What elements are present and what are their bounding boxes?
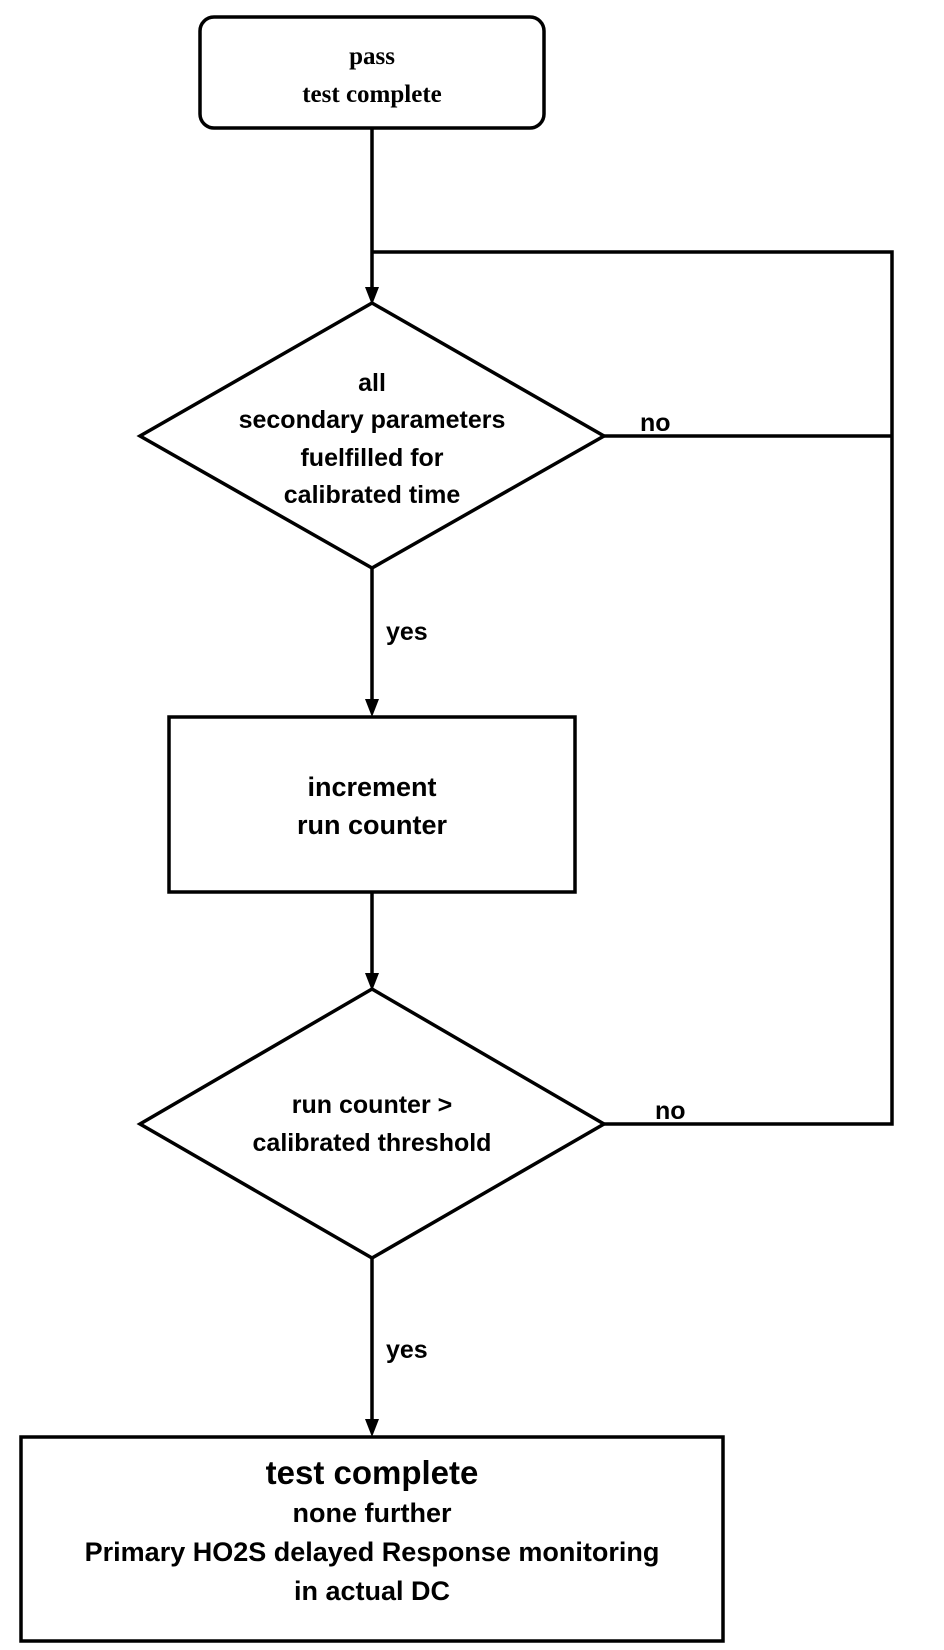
process-label-line-1: increment xyxy=(307,772,436,802)
end-box xyxy=(19,1435,725,1643)
decision1-label-line-1: all xyxy=(358,369,386,397)
end-label-line-2: Primary HO2S delayed Response monitoring xyxy=(85,1537,660,1567)
process-box xyxy=(167,715,577,894)
start-node: pass test complete xyxy=(198,15,546,130)
decision2-diamond xyxy=(136,986,608,1261)
arrowhead-decision1 xyxy=(365,287,379,305)
decision2-label-line-1: run counter > xyxy=(292,1091,452,1119)
arrowhead-decision2 xyxy=(365,973,379,991)
decision-secondary-parameters: all secondary parameters fuelfilled for … xyxy=(136,300,608,571)
start-label-line-1: pass xyxy=(349,43,395,70)
decision1-no-label: no xyxy=(640,409,671,437)
end-label-line-1: none further xyxy=(293,1498,452,1528)
decision2-yes-label: yes xyxy=(386,1336,428,1364)
connectors xyxy=(365,128,894,1437)
decision-run-counter-threshold: run counter > calibrated threshold xyxy=(136,986,608,1261)
end-node: test complete none further Primary HO2S … xyxy=(19,1435,725,1643)
process-increment-run-counter: increment run counter xyxy=(167,715,577,894)
decision2-no-label: no xyxy=(655,1097,686,1125)
decision1-yes-label: yes xyxy=(386,618,428,646)
decision1-label-line-4: calibrated time xyxy=(284,481,461,509)
decision1-diamond xyxy=(136,300,608,571)
end-title: test complete xyxy=(266,1454,479,1491)
start-label-line-2: test complete xyxy=(302,81,442,108)
decision1-label-line-3: fuelfilled for xyxy=(300,444,443,472)
arrowhead-end xyxy=(365,1419,379,1437)
arrowhead-process xyxy=(365,699,379,717)
start-box xyxy=(198,15,546,130)
decision1-label-line-2: secondary parameters xyxy=(239,406,506,434)
end-label-line-3: in actual DC xyxy=(294,1576,450,1606)
process-label-line-2: run counter xyxy=(297,810,447,840)
decision2-label-line-2: calibrated threshold xyxy=(253,1129,492,1157)
loop-back-line xyxy=(372,250,894,1126)
